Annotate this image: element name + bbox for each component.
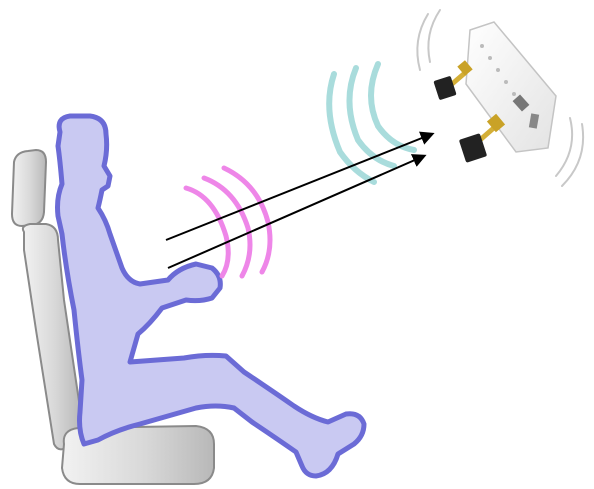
seated-person-icon (58, 116, 365, 476)
radar-device-icon (433, 22, 556, 163)
person-silhouette (58, 116, 365, 476)
reflect-arrow (168, 156, 424, 268)
radar-board (466, 22, 556, 152)
transmit-arrow (166, 134, 432, 240)
radar-wave-arc-3 (371, 64, 414, 150)
device-wave-arc-1 (417, 14, 428, 70)
antenna-connector-lower (459, 114, 505, 163)
seat-headrest (12, 150, 46, 226)
device-wave-arc-3 (556, 118, 572, 176)
device-wave-arc-2 (428, 10, 440, 62)
body-wave-icon (186, 168, 270, 276)
radar-wave-icon (329, 64, 414, 182)
